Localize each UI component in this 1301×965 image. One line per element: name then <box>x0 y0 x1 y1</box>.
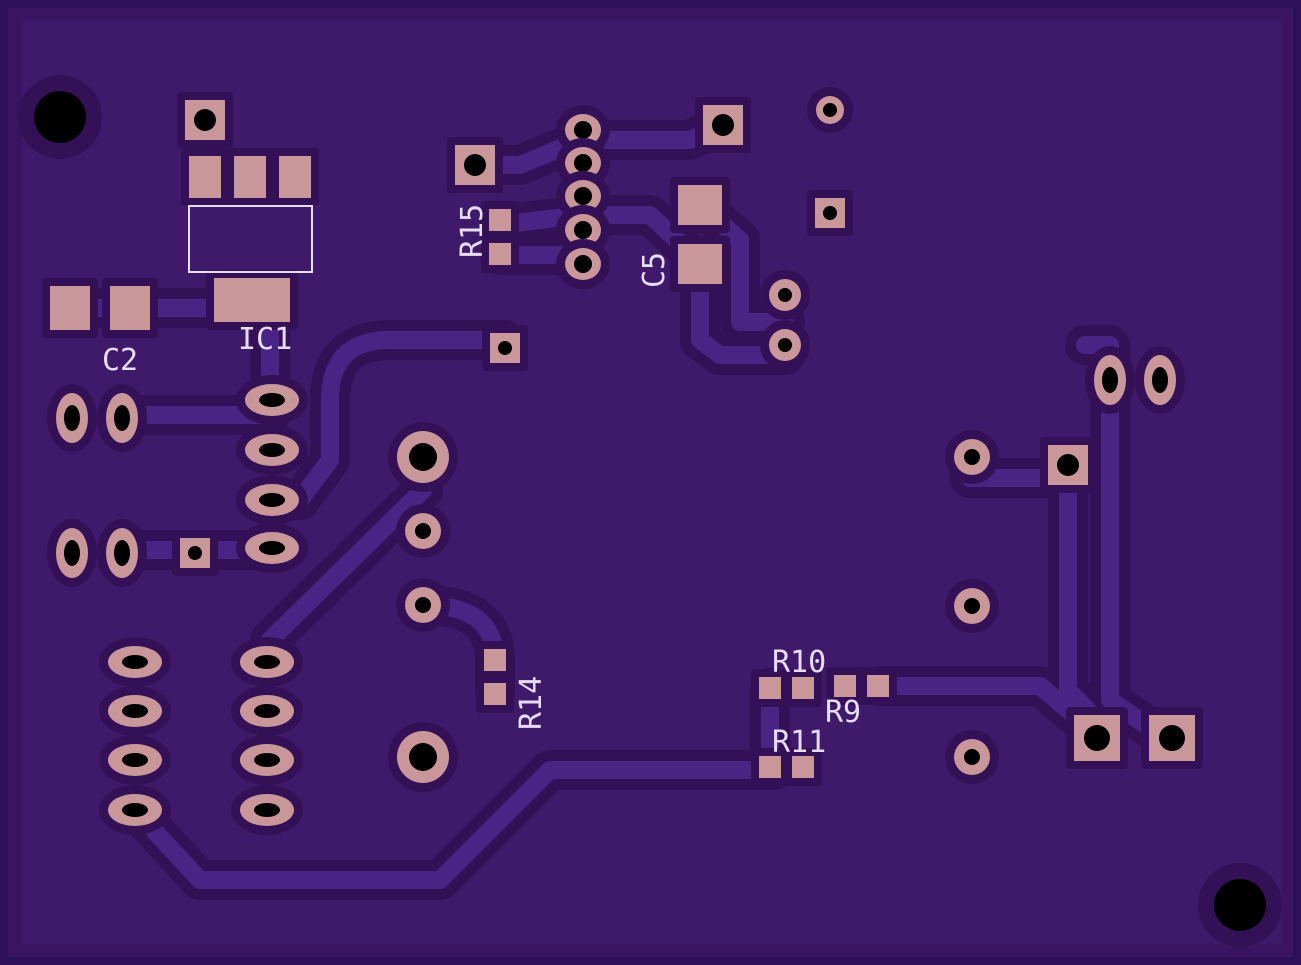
mounting-hole <box>34 91 86 143</box>
label-r10: R10 <box>772 645 826 680</box>
r14-pad-2 <box>484 683 506 705</box>
c5-pad-2 <box>678 244 722 284</box>
switch-a-pin-2-drill <box>114 405 130 431</box>
output-pad-2-drill <box>1159 725 1185 751</box>
header-pin-2-drill <box>574 154 592 172</box>
via-square-drill <box>823 206 837 220</box>
right-square-pad-drill <box>1057 454 1079 476</box>
label-c2: C2 <box>102 343 138 378</box>
label-r15: R15 <box>455 204 490 258</box>
pot-pad-3-drill <box>415 597 431 613</box>
ic1-large-pad <box>214 278 290 322</box>
jack-pin-1-drill <box>1102 367 1118 393</box>
c5-pad-1 <box>678 185 722 225</box>
label-r9: R9 <box>825 695 861 730</box>
ic1-silkscreen-outline <box>188 205 313 273</box>
mounting-hole <box>1214 879 1266 931</box>
c2-pad-1 <box>50 286 90 330</box>
conn-pin-3-drill <box>259 493 285 507</box>
dip-left-pin-1-drill <box>122 655 148 669</box>
r10-pad-1 <box>759 677 781 699</box>
label-r11: R11 <box>772 725 826 760</box>
dip-left-pin-3-drill <box>122 753 148 767</box>
via-mid-drill <box>498 341 512 355</box>
pot-pad-4-drill <box>409 743 437 771</box>
conn-pin-1-drill <box>259 393 285 407</box>
dip-right-pin-1-drill <box>254 655 280 669</box>
header-pin-4-drill <box>574 221 592 239</box>
ic1-tab-pad-drill <box>194 109 216 131</box>
conn-pin-4-drill <box>259 541 285 555</box>
cap-pad-1-drill <box>778 288 792 302</box>
pot-pad-1-drill <box>409 443 437 471</box>
r15-thru-pad-drill <box>464 154 486 176</box>
mounting-holes <box>18 75 1282 947</box>
r15-pad-2 <box>489 243 511 265</box>
ic1-pad-3 <box>279 156 311 198</box>
via-top-drill <box>823 103 837 117</box>
ic1-pad-1 <box>189 156 221 198</box>
switch-a-pin-1-drill <box>64 405 80 431</box>
right-pad-1-drill <box>964 449 980 465</box>
right-pad-3-drill <box>964 749 980 765</box>
r11-pad-2 <box>792 756 814 778</box>
pad-group <box>42 87 1203 835</box>
conn-pin-2-drill <box>259 443 285 457</box>
label-c5: C5 <box>637 252 672 288</box>
dip-right-pin-4-drill <box>254 803 280 817</box>
cap-pad-2-drill <box>778 338 792 352</box>
trace <box>126 761 784 889</box>
dip-right-pin-2-drill <box>254 704 280 718</box>
pot-pad-2-drill <box>415 523 431 539</box>
r9-pad-1 <box>834 675 856 697</box>
header-pin-5-drill <box>574 255 592 273</box>
dip-right-pin-3-drill <box>254 753 280 767</box>
r14-pad-1 <box>484 649 506 671</box>
header-pin-3-drill <box>574 187 592 205</box>
dip-left-pin-4-drill <box>122 803 148 817</box>
label-ic1: IC1 <box>238 322 292 357</box>
switch-b-pin-1-drill <box>64 540 80 566</box>
header-pin-1-drill <box>574 121 592 139</box>
jumper-pad-drill <box>712 114 734 136</box>
c2-pad-2 <box>110 286 150 330</box>
r11-pad-1 <box>759 756 781 778</box>
trace <box>263 331 514 509</box>
trace <box>869 677 1089 729</box>
right-pad-2-drill <box>964 598 980 614</box>
r15-pad-1 <box>489 209 511 231</box>
switch-b-pin-2-drill <box>114 540 130 566</box>
dip-left-pin-2-drill <box>122 704 148 718</box>
output-pad-1-drill <box>1084 725 1110 751</box>
r9-pad-2 <box>867 675 889 697</box>
ic1-pad-2 <box>234 156 266 198</box>
via-left-drill <box>188 546 202 560</box>
r10-pad-2 <box>792 677 814 699</box>
jack-pin-2-drill <box>1152 367 1168 393</box>
label-r14: R14 <box>514 676 549 730</box>
